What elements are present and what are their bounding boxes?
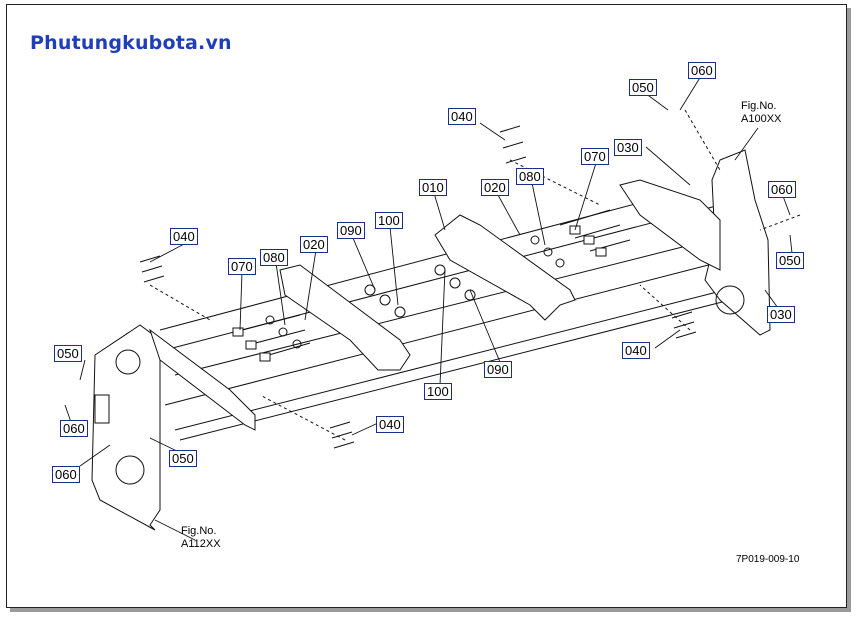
screw-group-040 [139, 125, 697, 449]
callout-100-bottom: 100 [424, 383, 452, 400]
fig-ref-number: A100XX [741, 113, 782, 125]
fig-ref-label: Fig.No. [741, 100, 777, 112]
callout-leaders [64, 75, 793, 541]
callout-090-top: 090 [337, 222, 365, 239]
callout-040-top: 040 [448, 108, 476, 125]
callout-040-right: 040 [622, 342, 650, 359]
callout-090-bottom: 090 [484, 361, 512, 378]
callout-050-left: 050 [54, 345, 82, 362]
callout-050-right: 050 [776, 252, 804, 269]
callout-030-top: 030 [614, 139, 642, 156]
callout-060-top: 060 [688, 62, 716, 79]
callout-040-bottom: 040 [376, 416, 404, 433]
callout-060-right: 060 [768, 181, 796, 198]
callout-070-left: 070 [228, 258, 256, 275]
bracket-right-upper [619, 179, 721, 271]
left-side-plate [91, 324, 161, 531]
assembly-guides [149, 109, 801, 441]
callout-080-left: 080 [260, 249, 288, 266]
callout-020-right: 020 [481, 179, 509, 196]
callout-100-top: 100 [375, 212, 403, 229]
fig-ref-top-right: Fig.No. A100XX [741, 100, 781, 126]
callout-070-right: 070 [581, 148, 609, 165]
nut-group-100 [364, 264, 476, 318]
washer-group-080 [265, 235, 565, 349]
bracket-010 [434, 214, 576, 321]
callout-020-left: 020 [300, 236, 328, 253]
fig-ref-number: A112XX [181, 538, 221, 550]
watermark: Phutungkubota.vn [30, 32, 232, 54]
fig-ref-label: Fig.No. [181, 525, 217, 537]
left-bracket [149, 328, 256, 431]
drawing-number: 7P019-009-10 [736, 554, 800, 565]
callout-050-bottom: 050 [169, 450, 197, 467]
callout-010: 010 [419, 179, 447, 196]
fig-ref-bottom-left: Fig.No. A112XX [181, 525, 221, 551]
callout-080-right: 080 [516, 168, 544, 185]
callout-040-left: 040 [170, 228, 198, 245]
callout-060-bottom: 060 [52, 466, 80, 483]
callout-060-left: 060 [60, 420, 88, 437]
bolt-group-070-right [559, 209, 631, 257]
callout-050-top: 050 [629, 79, 657, 96]
callout-030-right: 030 [767, 306, 795, 323]
